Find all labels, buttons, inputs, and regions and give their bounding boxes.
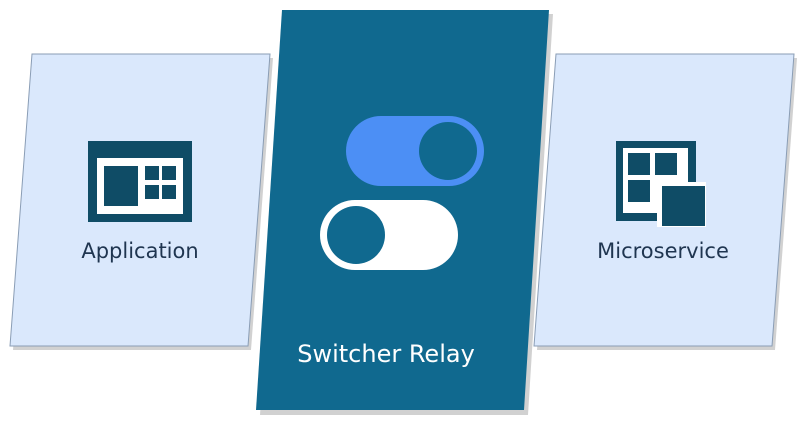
switcher-relay-card: Switcher Relay xyxy=(256,10,553,415)
application-label: Application xyxy=(81,239,198,263)
toggle-off-icon xyxy=(320,200,458,270)
switcher-relay-label: Switcher Relay xyxy=(297,340,475,368)
microservice-grid-icon xyxy=(616,141,706,227)
toggle-switches-icon xyxy=(320,116,484,270)
application-card: Application xyxy=(9,53,273,350)
toggle-on-icon xyxy=(346,116,484,186)
application-window-icon xyxy=(88,141,192,222)
microservice-label: Microservice xyxy=(597,239,729,263)
microservice-card: Microservice xyxy=(533,53,797,350)
